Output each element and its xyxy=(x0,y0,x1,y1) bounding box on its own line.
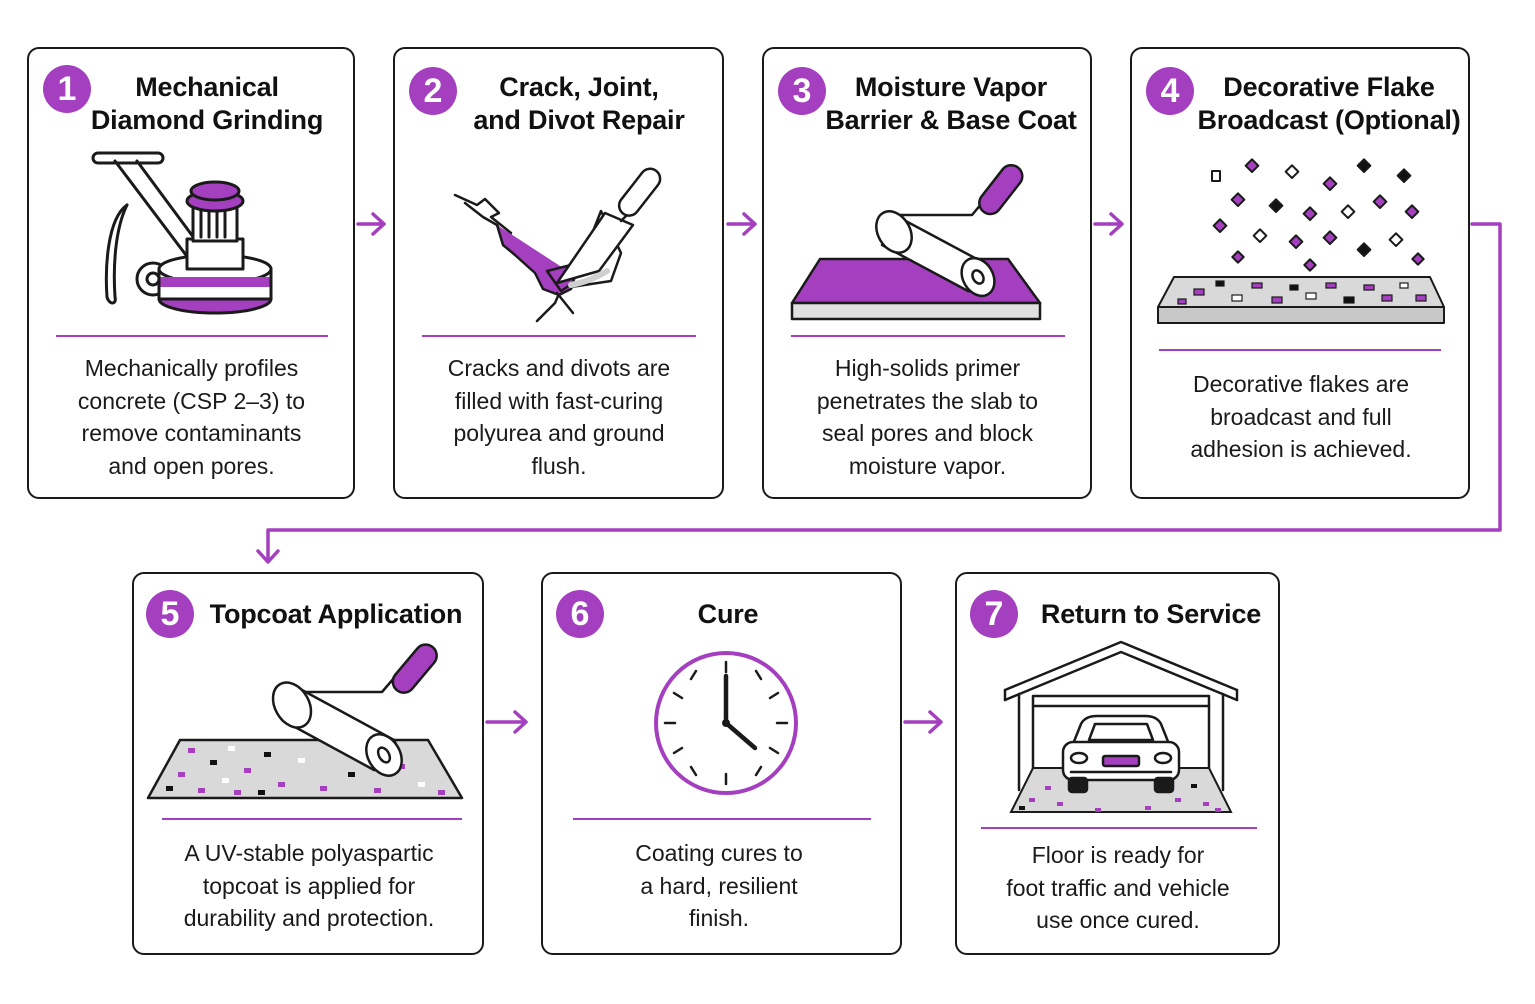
step-divider xyxy=(1159,349,1441,351)
step-divider xyxy=(573,818,871,820)
paint-roller-base-icon xyxy=(790,163,1042,321)
clock-icon xyxy=(654,651,798,795)
step-number-badge: 4 xyxy=(1146,67,1194,115)
step-title: Return to Service xyxy=(1040,599,1262,629)
wrap-connector xyxy=(256,222,1502,564)
step-number-badge: 1 xyxy=(43,65,91,113)
step-card-4: 4 Decorative Flake Broadcast (Optional) xyxy=(1130,47,1470,499)
garage-car-icon xyxy=(1003,640,1239,813)
step-description: A UV-stable polyaspartic topcoat is appl… xyxy=(183,840,435,931)
step-card-7: 7 Return to Service xyxy=(955,572,1280,955)
step-card-5: 5 Topcoat Application xyxy=(132,572,484,955)
step-title: Topcoat Application xyxy=(209,599,463,629)
step-title: Moisture Vapor Barrier & Base Coat xyxy=(825,72,1077,135)
step-title: Mechanical Diamond Grinding xyxy=(90,72,324,135)
arrow-right-icon xyxy=(903,710,943,734)
step-number-badge: 7 xyxy=(970,590,1018,638)
step-description: Cracks and divots are filled with fast-c… xyxy=(447,355,671,479)
trowel-crack-icon xyxy=(453,167,662,323)
arrow-right-icon xyxy=(356,212,386,236)
step-divider xyxy=(56,335,328,337)
arrow-right-icon xyxy=(485,710,528,734)
step-description: Floor is ready for foot traffic and vehi… xyxy=(1006,842,1230,933)
floor-grinder-icon xyxy=(91,151,273,315)
step-description: High-solids primer penetrates the slab t… xyxy=(816,355,1039,479)
flake-broadcast-icon xyxy=(1157,158,1445,324)
step-description: Coating cures to a hard, resilient finis… xyxy=(635,840,803,931)
step-divider xyxy=(162,818,462,820)
step-card-2: 2 Crack, Joint, and Divot Repair Cracks … xyxy=(393,47,724,499)
step-description: Decorative flakes are broadcast and full… xyxy=(1190,371,1412,462)
step-title: Decorative Flake Broadcast (Optional) xyxy=(1197,72,1461,135)
step-divider xyxy=(422,335,696,337)
step-card-6: 6 Cure Coating cures to a hard, resilien… xyxy=(541,572,902,955)
step-number-badge: 5 xyxy=(146,590,194,638)
step-number-badge: 2 xyxy=(409,67,457,115)
step-title: Crack, Joint, and Divot Repair xyxy=(473,72,685,135)
step-divider xyxy=(791,335,1065,337)
arrow-right-icon xyxy=(726,212,757,236)
arrow-right-icon xyxy=(1093,212,1124,236)
step-number-badge: 3 xyxy=(778,67,826,115)
step-description: Mechanically profiles concrete (CSP 2–3)… xyxy=(77,355,306,479)
step-divider xyxy=(981,827,1257,829)
step-card-1: 1 Mechanical Diamond Grinding xyxy=(27,47,355,499)
paint-roller-topcoat-icon xyxy=(146,643,464,800)
step-card-3: 3 Moisture Vapor Barrier & Base Coat Hig… xyxy=(762,47,1092,499)
step-title: Cure xyxy=(697,599,759,629)
step-number-badge: 6 xyxy=(556,590,604,638)
